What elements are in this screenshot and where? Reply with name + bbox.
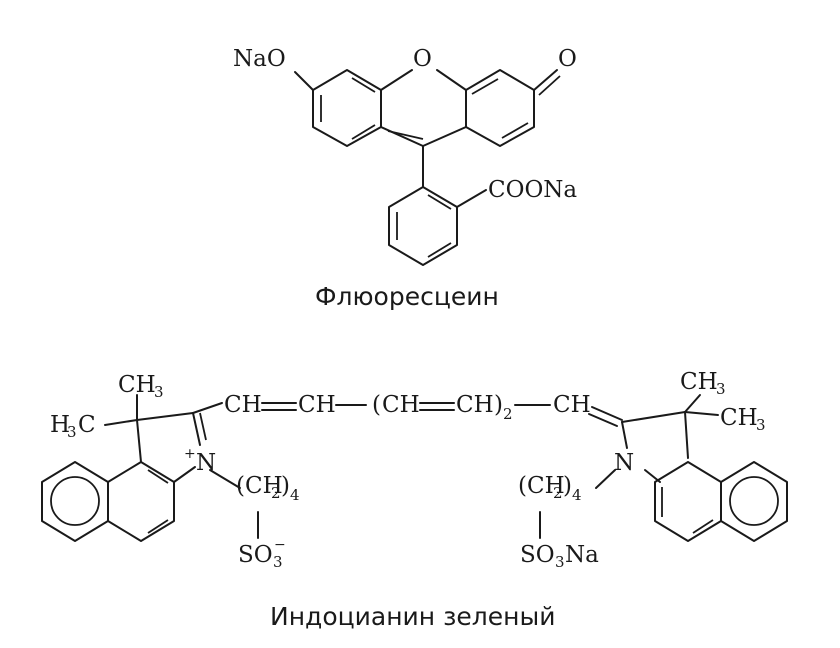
icg-polymethine-chain: CH CH ( CH CH ) 2 CH <box>224 392 623 427</box>
h3c-sub: 3 <box>67 423 77 441</box>
ring-oxygen-label: O <box>413 46 432 72</box>
n-plus-charge: + <box>184 446 196 462</box>
nao-label: NaO <box>233 46 286 72</box>
icg-structure: CH 3 H 3 C + N (CH 2 ) 4 SO 3 − CH CH ( … <box>41 369 788 631</box>
fluorescein-structure: NaO O O COONa Флюоресцеин <box>233 46 577 311</box>
chain-ch4: CH <box>456 392 494 418</box>
fluorescein-phenyl-ring <box>388 186 487 266</box>
n-right-label: N <box>614 450 634 476</box>
keto-oxygen-label: O <box>558 46 577 72</box>
fluorescein-left-ring <box>312 69 382 147</box>
icg-right-naphthalene <box>654 461 788 542</box>
ch3-right-low-label: CH <box>720 405 758 431</box>
chain-ch5: CH <box>553 392 591 418</box>
chain-ch3: CH <box>382 392 420 418</box>
fluorescein-central-ring <box>380 69 467 147</box>
chain-sub2: 2 <box>503 405 513 423</box>
icg-left-naphthalene <box>41 461 175 542</box>
icg-left-pyrrole <box>104 394 259 539</box>
chain-ch2: CH <box>298 392 336 418</box>
ch3-right-top-label: CH <box>680 369 718 395</box>
fluorescein-right-ring <box>465 69 561 147</box>
ch2-left-n: 4 <box>290 486 300 504</box>
ch2-right-close: ) <box>563 473 572 499</box>
so3-left-charge: − <box>274 537 286 553</box>
nao-bond <box>294 71 314 91</box>
n-left-label: N <box>196 450 216 476</box>
so3na-right-label: SO <box>520 542 555 568</box>
fluorescein-caption: Флюоресцеин <box>315 282 499 311</box>
ch2-right-label: (CH <box>518 473 565 499</box>
ch2-left-close: ) <box>281 473 290 499</box>
ch3-right-low-sub: 3 <box>756 416 766 434</box>
ch3-top-left-sub: 3 <box>154 383 164 401</box>
ch2-right-n: 4 <box>572 486 582 504</box>
icg-right-pyrrole <box>539 394 719 539</box>
ch2-left-label: (CH <box>236 473 283 499</box>
so3-left-sub: 3 <box>273 553 283 571</box>
so3na-right-na: Na <box>565 542 599 568</box>
h3c-label-h: H <box>50 412 70 438</box>
icg-caption: Индоцианин зеленый <box>270 602 555 631</box>
h3c-label-c: C <box>78 412 96 438</box>
so3na-right-sub: 3 <box>555 553 565 571</box>
ch2-right-sub: 2 <box>553 484 563 502</box>
ch2-left-sub: 2 <box>271 484 281 502</box>
coona-label: COONa <box>488 177 577 203</box>
ch3-top-left-label: CH <box>118 372 156 398</box>
chain-paren-open: ( <box>372 392 381 418</box>
ch3-right-top-sub: 3 <box>716 380 726 398</box>
chain-paren-close: ) <box>494 392 503 418</box>
so3-left-label: SO <box>238 542 273 568</box>
chain-ch1: CH <box>224 392 262 418</box>
